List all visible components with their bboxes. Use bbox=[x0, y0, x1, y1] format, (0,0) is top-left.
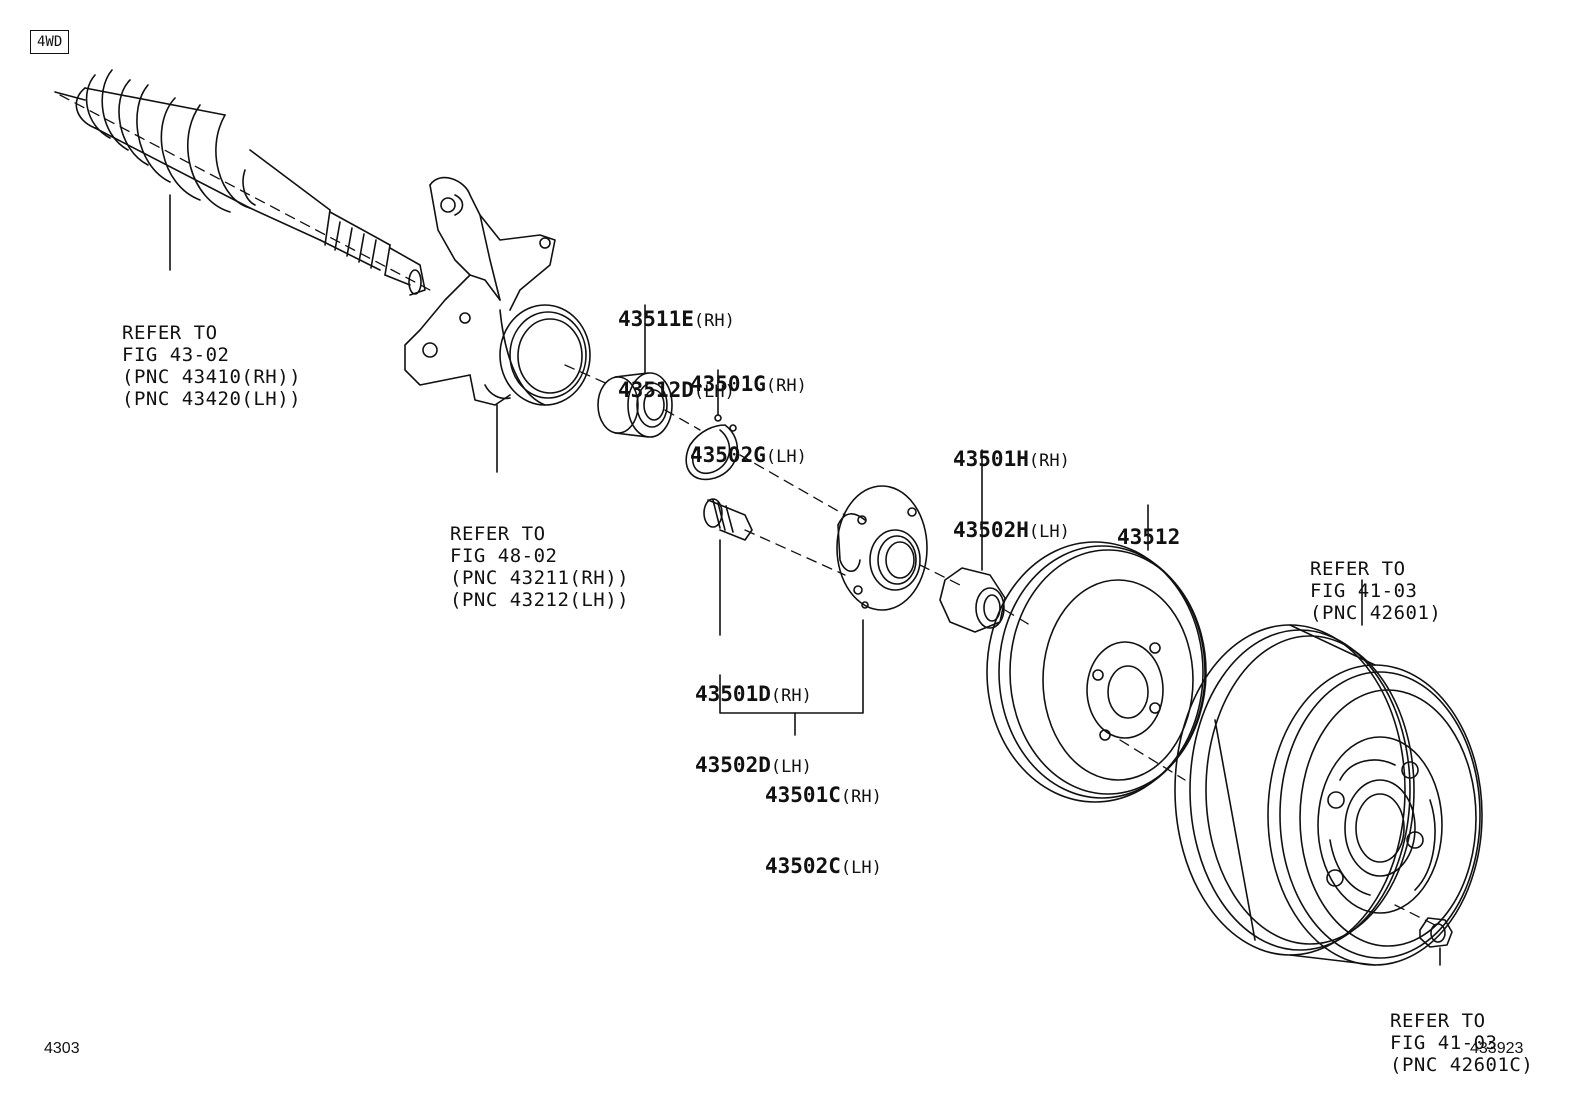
axle-hub bbox=[836, 485, 928, 611]
hub-bracket-leader bbox=[719, 619, 864, 714]
figure-number: 4303 bbox=[44, 1040, 80, 1057]
bearing-part-number[interactable]: 43511E(RH) 43512D(LH) bbox=[618, 307, 735, 403]
wheel-bearing bbox=[597, 372, 673, 438]
brake-disc bbox=[986, 541, 1207, 803]
road-wheel bbox=[1174, 624, 1483, 966]
hub-part-number[interactable]: 43501C(RH) 43502C(LH) bbox=[765, 783, 882, 879]
snap-ring-part-number[interactable]: 43501G(RH) 43502G(LH) bbox=[690, 372, 807, 468]
hub-nut-part-number[interactable]: 43501H(RH) 43502H(LH) bbox=[953, 447, 1070, 543]
steering-knuckle bbox=[404, 176, 591, 406]
illustration-number: 433923 bbox=[1470, 1040, 1524, 1057]
hub-nut bbox=[939, 567, 1006, 633]
snap-ring bbox=[685, 414, 739, 481]
drive-shaft bbox=[54, 69, 426, 296]
hub-bolt bbox=[703, 498, 753, 541]
4wd-tag: 4WD bbox=[30, 30, 70, 54]
bolt-part-number[interactable]: 43501D(RH) 43502D(LH) bbox=[695, 682, 812, 778]
disc-part-number[interactable]: 43512 bbox=[1117, 525, 1181, 549]
wheel-nut bbox=[1419, 917, 1453, 948]
